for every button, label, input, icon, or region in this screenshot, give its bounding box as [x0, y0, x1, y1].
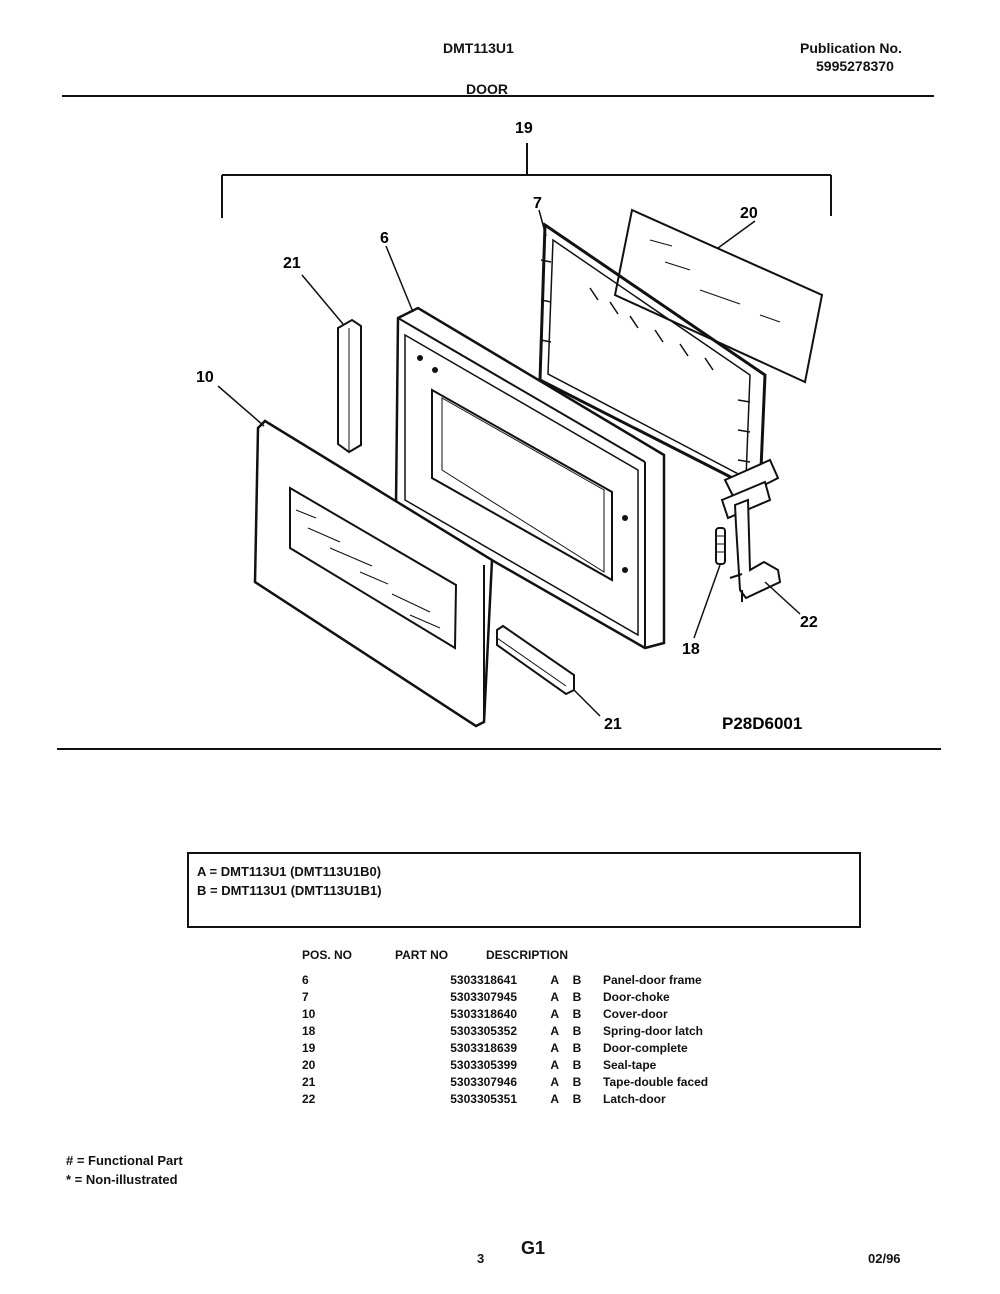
model-legend-box: A = DMT113U1 (DMT113U1B0) B = DMT113U1 (… [187, 852, 861, 928]
callout-21-top: 21 [283, 255, 301, 272]
diagram-rule [57, 748, 941, 750]
part-number: 5303318639 [450, 1041, 517, 1055]
part-pos-no: 20 [302, 1058, 316, 1072]
footnote-non-illustrated: * = Non-illustrated [66, 1172, 178, 1187]
part-18-spring [715, 527, 726, 565]
part-number: 5303305399 [450, 1058, 517, 1072]
part-number: 5303307946 [450, 1075, 517, 1089]
part-7-door-choke [538, 222, 780, 520]
part-20-seal-tape [613, 208, 824, 384]
part-description: Cover-door [603, 1007, 668, 1021]
model-a-flag: A [550, 1075, 559, 1089]
legend-line-a: A = DMT113U1 (DMT113U1B0) [197, 864, 382, 879]
model-a-flag: A [550, 990, 559, 1004]
part-description: Tape-double faced [603, 1075, 709, 1089]
model-b-flag: B [572, 1041, 582, 1055]
header-part-no: PART NO [395, 948, 449, 962]
drawing-id: P28D6001 [722, 714, 802, 733]
callout-21-bottom: 21 [604, 716, 622, 733]
header-description: DESCRIPTION [486, 948, 569, 962]
model-b-flag: B [572, 990, 582, 1004]
header-rule [62, 95, 934, 97]
callout-7: 7 [533, 195, 542, 212]
legend-line-b: B = DMT113U1 (DMT113U1B1) [197, 883, 382, 898]
door-exploded-diagram: 19 7 20 6 21 10 22 18 21 P28D6001 [196, 120, 832, 733]
part-pos-no: 10 [302, 1007, 316, 1021]
model-a-flag: A [550, 1024, 559, 1038]
part-pos-no: 18 [302, 1024, 316, 1038]
model-number: DMT113U1 [443, 40, 514, 56]
footnote-functional: # = Functional Part [66, 1153, 183, 1168]
part-number: 5303307945 [450, 990, 517, 1004]
part-10-cover-door [253, 419, 494, 728]
callout-18: 18 [682, 641, 700, 658]
part-description: Door-complete [603, 1041, 688, 1055]
assembly-bracket [221, 143, 832, 218]
callout-20: 20 [740, 205, 758, 222]
page-number: 3 [477, 1251, 485, 1266]
part-21-tape-top [337, 318, 362, 454]
callout-10: 10 [196, 369, 214, 386]
header-pos-no: POS. NO [302, 948, 353, 962]
part-number: 5303318641 [450, 973, 517, 987]
callout-19: 19 [515, 120, 533, 137]
model-b-flag: B [572, 1058, 582, 1072]
part-description: Latch-door [603, 1092, 666, 1106]
publication-label: Publication No. [800, 40, 902, 56]
leader-lines [217, 209, 801, 717]
model-b-flag: B [572, 973, 582, 987]
part-pos-no: 21 [302, 1075, 316, 1089]
part-pos-no: 6 [302, 973, 309, 987]
part-21-tape-bottom [496, 624, 575, 696]
part-22-latch-door [729, 498, 782, 602]
model-a-flag: A [550, 1058, 559, 1072]
footer-date: 02/96 [868, 1251, 901, 1266]
part-pos-no: 22 [302, 1092, 316, 1106]
model-b-flag: B [572, 1024, 582, 1038]
part-description: Door-choke [603, 990, 670, 1004]
page-code: G1 [521, 1238, 546, 1258]
model-b-flag: B [572, 1075, 582, 1089]
model-a-flag: A [550, 973, 559, 987]
part-number: 5303305351 [450, 1092, 517, 1106]
model-a-flag: A [550, 1007, 559, 1021]
callout-22: 22 [800, 614, 818, 631]
publication-number: 5995278370 [816, 58, 894, 74]
section-title: DOOR [466, 81, 508, 97]
part-pos-no: 7 [302, 990, 309, 1004]
callout-6: 6 [380, 230, 389, 247]
part-number: 5303305352 [450, 1024, 517, 1038]
model-a-flag: A [550, 1092, 559, 1106]
part-description: Panel-door frame [603, 973, 702, 987]
part-number: 5303318640 [450, 1007, 517, 1021]
part-pos-no: 19 [302, 1041, 316, 1055]
part-description: Seal-tape [603, 1058, 657, 1072]
model-a-flag: A [550, 1041, 559, 1055]
model-b-flag: B [572, 1007, 582, 1021]
model-b-flag: B [572, 1092, 582, 1106]
part-description: Spring-door latch [603, 1024, 703, 1038]
